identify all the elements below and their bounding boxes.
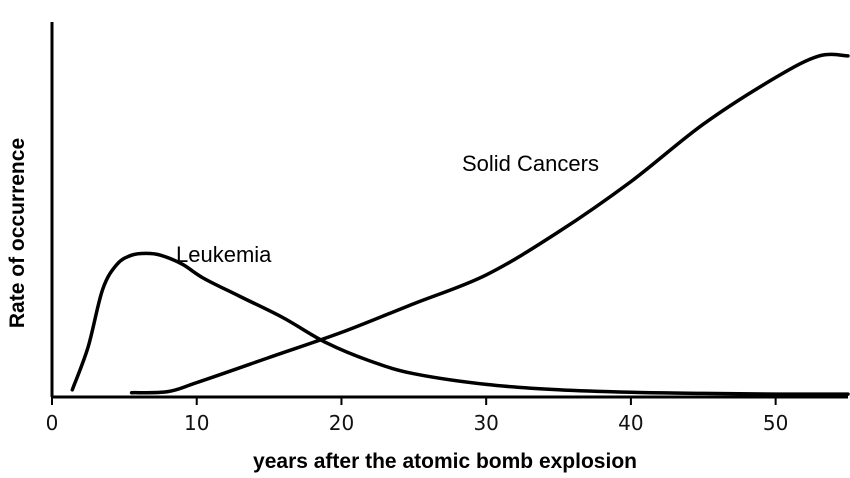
- x-tick-label: 40: [618, 411, 643, 435]
- series-label-leukemia: Leukemia: [176, 242, 272, 267]
- x-tick-label: 20: [329, 411, 354, 435]
- series-label-solid-cancers: Solid Cancers: [462, 151, 599, 176]
- y-axis-title: Rate of occurrence: [6, 138, 29, 328]
- x-tick-label: 50: [763, 411, 788, 435]
- x-axis-title: years after the atomic bomb explosion: [253, 450, 637, 473]
- series-curves: [70, 52, 850, 396]
- x-ticks: 0 10 20 30 40 50: [46, 397, 788, 435]
- series-labels: Leukemia Solid Cancers: [176, 151, 599, 267]
- series-line-solid-cancers: [129, 52, 850, 395]
- x-tick-label: 0: [46, 411, 59, 435]
- x-tick-label: 10: [184, 411, 209, 435]
- x-tick-label: 30: [473, 411, 498, 435]
- series-line-leukemia: [70, 251, 850, 396]
